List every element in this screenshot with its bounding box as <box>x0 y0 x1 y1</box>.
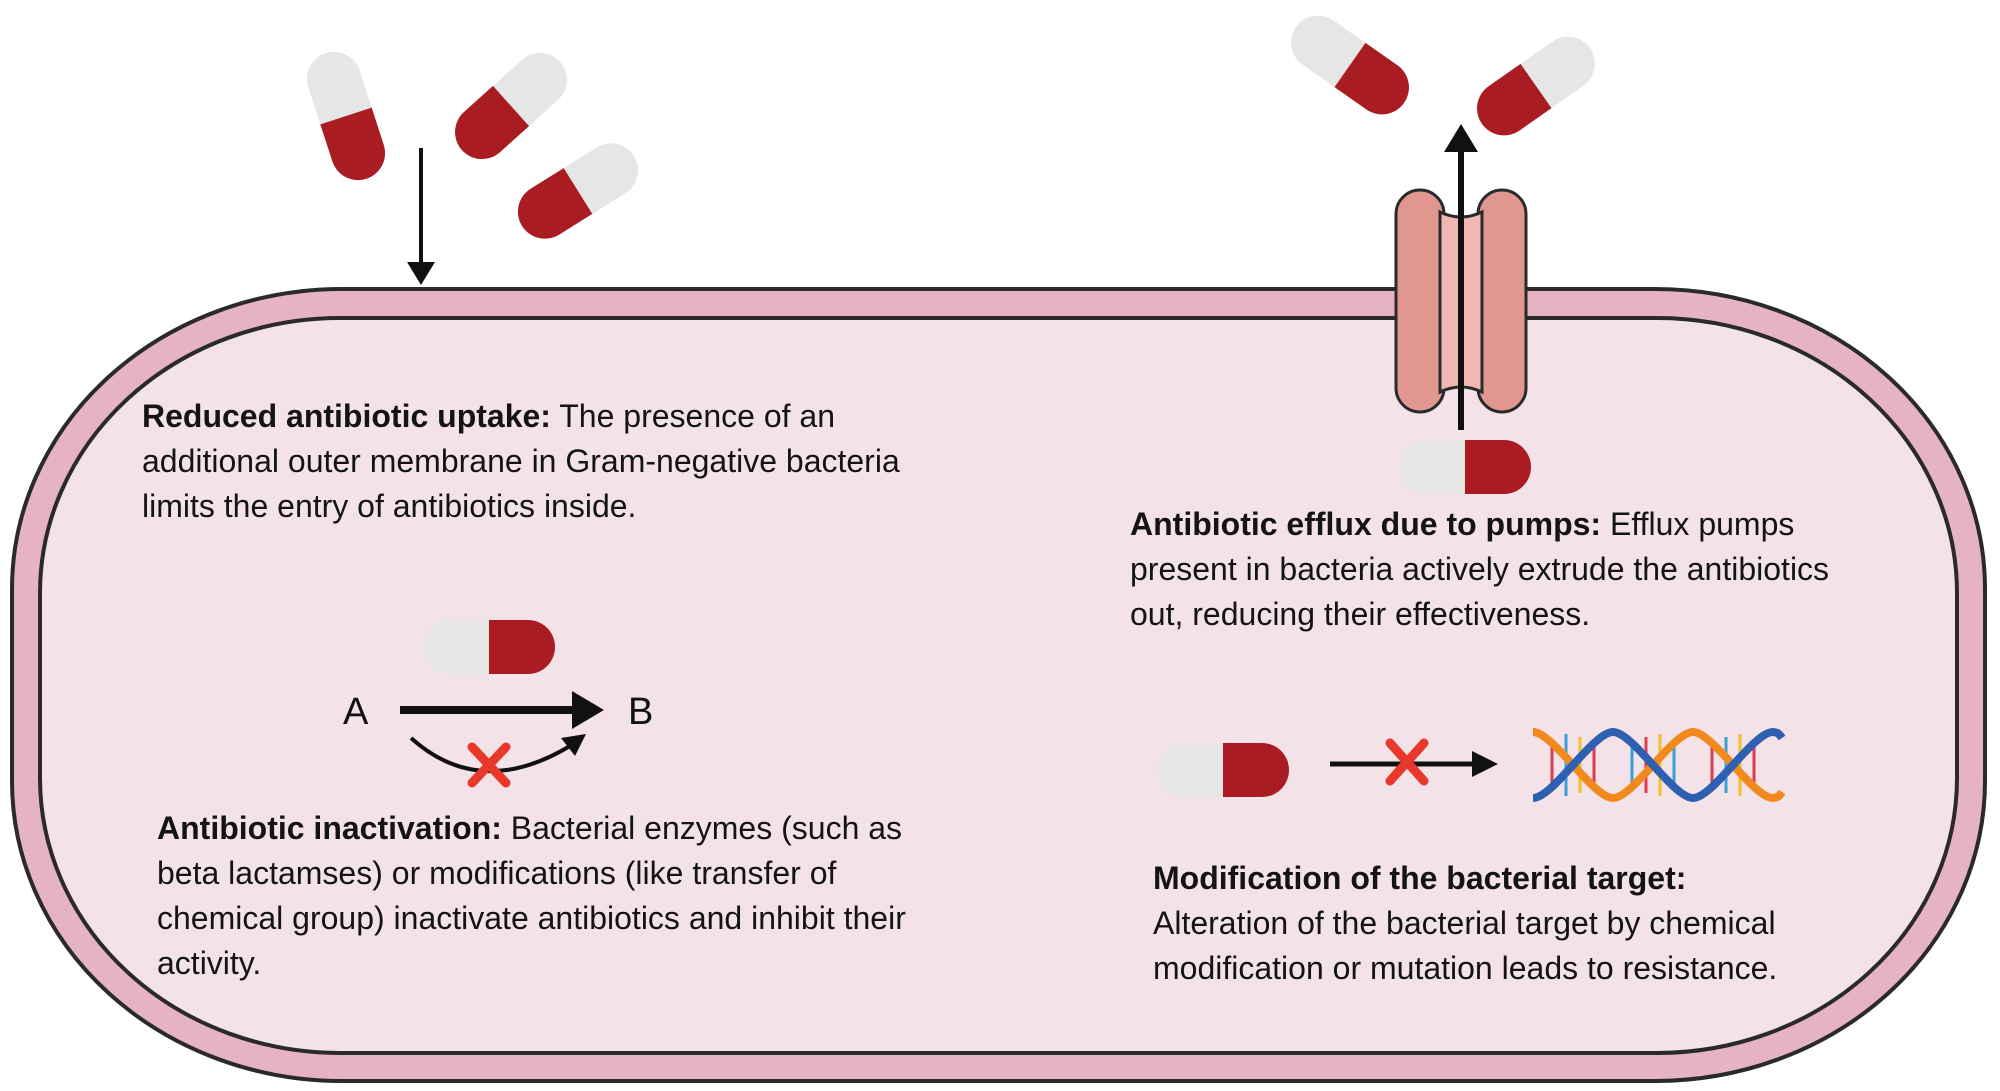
red-cross-icon <box>1385 738 1429 786</box>
node-b-label: B <box>628 691 653 733</box>
efflux-arrow-icon <box>1444 124 1478 430</box>
uptake-description: Reduced antibiotic uptake: The presence … <box>142 394 902 529</box>
target-description: Modification of the bacterial target: Al… <box>1153 856 1873 991</box>
node-a-label: A <box>343 691 369 733</box>
target-body: Alteration of the bacterial target by ch… <box>1153 905 1778 986</box>
red-cross-icon <box>467 742 511 788</box>
capsule-icon <box>1280 5 1420 125</box>
cell-interior <box>38 316 1959 1055</box>
capsule-icon <box>1399 440 1531 494</box>
uptake-heading: Reduced antibiotic uptake: <box>142 398 551 434</box>
capsule-icon <box>1466 26 1606 146</box>
capsule-icon <box>423 620 555 674</box>
capsule-icon <box>299 44 393 188</box>
uptake-body: The presence of an additional outer memb… <box>142 398 900 524</box>
capsule-icon <box>507 133 649 249</box>
efflux-heading: Antibiotic efflux due to pumps: <box>1130 506 1602 542</box>
capsule-icon <box>1157 743 1289 797</box>
inactivation-body: Bacterial enzymes (such as beta lactamse… <box>157 810 906 981</box>
uptake-arrow-icon <box>407 148 435 285</box>
efflux-body: Efflux pumps present in bacteria activel… <box>1130 506 1830 632</box>
efflux-pump-icon <box>1394 188 1528 414</box>
efflux-description: Antibiotic efflux due to pumps: Efflux p… <box>1130 502 1890 637</box>
dna-helix-icon <box>1532 727 1786 803</box>
capsule-icon <box>443 41 579 171</box>
target-heading: Modification of the bacterial target: <box>1153 860 1687 896</box>
inactivation-description: Antibiotic inactivation: Bacterial enzym… <box>157 806 947 986</box>
reaction-arrow-icon <box>400 691 604 729</box>
inactivation-heading: Antibiotic inactivation: <box>157 810 502 846</box>
